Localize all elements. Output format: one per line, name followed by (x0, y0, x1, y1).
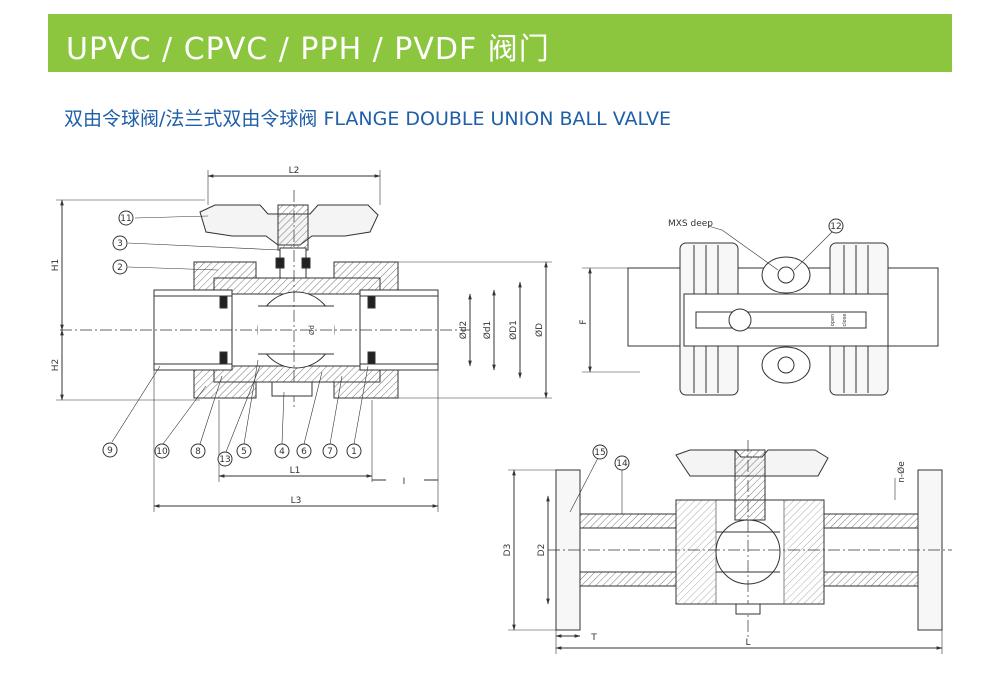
callout-1: 1 (346, 443, 362, 459)
callout-6: 6 (296, 443, 312, 459)
dim-i: I (403, 477, 406, 487)
callout-10: 10 (154, 443, 170, 459)
callout-12: 12 (828, 218, 844, 234)
ball-valve-top-view-drawing (582, 225, 939, 396)
dim-f: F (579, 319, 589, 324)
svg-text:1: 1 (351, 447, 357, 457)
dim-l3: L3 (291, 496, 302, 506)
dim-l2: L2 (289, 166, 300, 176)
callout-14: 14 (614, 455, 630, 471)
svg-text:13: 13 (219, 455, 230, 465)
callout-7: 7 (322, 443, 338, 459)
handle-close-mark: close (842, 314, 848, 327)
callout-11: 11 (118, 210, 134, 226)
svg-text:15: 15 (594, 448, 605, 458)
dim-D: ØD (534, 323, 545, 337)
dim-h1: H1 (51, 259, 61, 272)
callout-2: 2 (112, 259, 128, 275)
svg-text:3: 3 (117, 239, 123, 249)
callout-4: 4 (274, 443, 290, 459)
dim-l1: L1 (290, 466, 301, 476)
dim-d3: D3 (503, 544, 513, 557)
svg-text:9: 9 (107, 446, 113, 456)
dim-l: L (745, 638, 750, 648)
callout-5: 5 (236, 443, 252, 459)
dim-D1: ØD1 (508, 320, 519, 340)
svg-text:8: 8 (195, 447, 201, 457)
dim-flange-d2: D2 (537, 544, 547, 557)
svg-text:10: 10 (156, 447, 168, 457)
product-subtitle: 双由令球阀/法兰式双由令球阀 FLANGE DOUBLE UNION BALL … (64, 108, 671, 130)
dim-d2: Ød2 (458, 321, 469, 340)
svg-text:6: 6 (301, 447, 307, 457)
mxs-deep-label: MXS deep (668, 219, 713, 229)
svg-text:12: 12 (830, 222, 841, 232)
svg-text:11: 11 (120, 214, 131, 224)
svg-text:14: 14 (616, 459, 628, 469)
dim-d1: Ød1 (482, 321, 493, 340)
dim-d: Ød (308, 325, 316, 335)
dim-h2: H2 (51, 359, 61, 372)
handle-open-mark: open (830, 314, 836, 326)
svg-text:2: 2 (117, 263, 123, 273)
callout-9: 9 (102, 442, 118, 458)
flange-ball-valve-drawing (508, 440, 952, 654)
page-title: UPVC / CPVC / PPH / PVDF 阀门 (66, 32, 550, 67)
callout-15: 15 (592, 444, 608, 460)
callout-8: 8 (190, 443, 206, 459)
svg-text:5: 5 (241, 447, 247, 457)
header-banner: UPVC / CPVC / PPH / PVDF 阀门 (48, 14, 952, 72)
callout-3: 3 (112, 235, 128, 251)
ball-valve-section-drawing (56, 170, 552, 512)
svg-text:4: 4 (279, 447, 285, 457)
svg-text:7: 7 (327, 447, 333, 457)
dim-t: T (590, 633, 597, 643)
callout-13: 13 (217, 451, 233, 467)
dim-n-e: n-Øe (896, 461, 907, 483)
